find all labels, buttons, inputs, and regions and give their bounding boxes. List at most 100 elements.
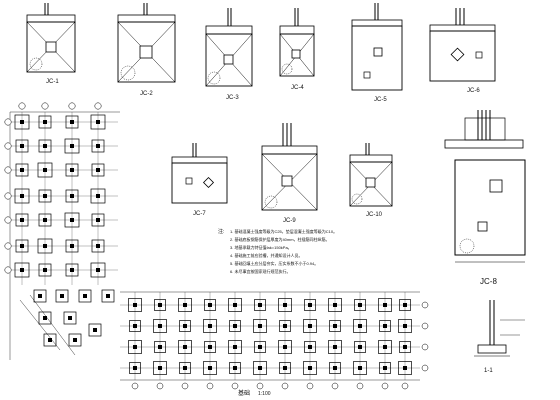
plan-column: [20, 194, 24, 198]
plan-footing: [398, 361, 412, 375]
plan-column: [20, 120, 24, 124]
general-notes: 注: 1. 基础混凝土强度等级为C25，垫层混凝土强度等级为C10。 2. 基础…: [218, 228, 337, 274]
plan-footing: [328, 298, 342, 312]
plan-footing: [55, 289, 69, 303]
plan-footing: [203, 319, 217, 333]
plan-column: [70, 244, 74, 248]
label-jc-6: JC-6: [467, 88, 480, 94]
plan-footing: [65, 263, 79, 277]
plan-column: [43, 194, 47, 198]
plan-footing: [398, 319, 412, 333]
plan-footing: [153, 361, 167, 375]
detail-jc-6: JC-6: [429, 8, 496, 94]
plan-column: [308, 345, 312, 349]
plan-footing: [90, 114, 106, 130]
plan-footing: [153, 319, 167, 333]
label-jc-2: JC-2: [140, 91, 153, 97]
plan-column: [233, 303, 237, 307]
plan-column: [43, 218, 47, 222]
plan-column: [48, 338, 52, 342]
plan-column: [283, 303, 287, 307]
label-jc-8: JC-8: [480, 277, 497, 286]
plan-column: [83, 294, 87, 298]
plan-footing: [303, 361, 317, 375]
plan-footing: [304, 299, 316, 311]
plan-column: [358, 366, 362, 370]
plan-footing: [304, 341, 316, 353]
plan-column: [403, 366, 407, 370]
detail-jc-2: JC-2: [117, 3, 176, 97]
plan-footing: [78, 289, 92, 303]
plan-column: [43, 268, 47, 272]
label-jc-4: JC-4: [291, 85, 304, 91]
plan-footing: [128, 298, 142, 312]
plan-column: [183, 303, 187, 307]
plan-column: [333, 303, 337, 307]
plan-footing: [128, 340, 142, 354]
plan-footing: [399, 341, 411, 353]
label-jc-10: JC-10: [366, 212, 383, 218]
plan-column: [70, 144, 74, 148]
plan-footing: [65, 189, 79, 203]
plan-column: [283, 366, 287, 370]
plan-footing: [329, 362, 341, 374]
plan-scale: 1:100: [258, 391, 271, 397]
plan-footing: [253, 361, 267, 375]
plan-footing: [15, 239, 29, 253]
note-line-2: 2. 基础底板钢筋保护层厚度为40mm，柱插筋同柱纵筋。: [230, 236, 330, 242]
plan-footing: [178, 340, 192, 354]
plan-footing: [179, 320, 191, 332]
plan-footing: [68, 333, 82, 347]
plan-footing: [129, 362, 141, 374]
plan-column: [43, 120, 47, 124]
plan-column: [283, 345, 287, 349]
plan-footing: [254, 341, 266, 353]
plan-column: [183, 324, 187, 328]
plan-footing: [179, 362, 191, 374]
plan-column: [383, 366, 387, 370]
note-line-6: 6. 未尽事宜按国家现行规范执行。: [230, 268, 290, 274]
plan-column: [383, 324, 387, 328]
plan-footing: [63, 311, 77, 325]
plan-footing: [228, 298, 242, 312]
plan-footing: [254, 299, 266, 311]
plan-column: [233, 345, 237, 349]
plan-footing: [14, 188, 30, 204]
plan-column: [20, 144, 24, 148]
plan-footing: [203, 361, 217, 375]
label-jc-3: JC-3: [226, 95, 239, 101]
plan-footing: [91, 239, 105, 253]
detail-jc-1: JC-1: [26, 3, 76, 85]
plan-column: [333, 366, 337, 370]
plan-footing: [38, 139, 52, 153]
plan-footing: [65, 239, 79, 253]
detail-jc-4: JC-4: [279, 8, 315, 91]
note-line-4: 4. 基础施工前应验槽，并通知设计人员。: [230, 252, 302, 258]
plan-footing: [253, 319, 267, 333]
plan-column: [70, 120, 74, 124]
plan-footing: [354, 299, 366, 311]
plan-column: [383, 345, 387, 349]
plan-column: [133, 366, 137, 370]
plan-column: [133, 324, 137, 328]
plan-column: [96, 194, 100, 198]
plan-column: [70, 218, 74, 222]
plan-column: [403, 324, 407, 328]
plan-column: [208, 366, 212, 370]
plan-footing: [88, 323, 102, 337]
plan-column: [20, 244, 24, 248]
plan-column: [208, 324, 212, 328]
detail-jc-8-large: JC-8: [444, 110, 526, 286]
plan-column: [73, 338, 77, 342]
plan-column: [233, 324, 237, 328]
plan-footing: [204, 341, 216, 353]
note-line-5: 5. 基础回填土应分层夯实，压实系数不小于0.94。: [230, 260, 318, 266]
plan-column: [158, 324, 162, 328]
section-1-1: 1-1: [474, 300, 525, 374]
plan-footing: [91, 213, 105, 227]
plan-footing: [303, 319, 317, 333]
plan-column: [60, 294, 64, 298]
plan-column: [258, 366, 262, 370]
plan-footing: [229, 362, 241, 374]
plan-column: [43, 244, 47, 248]
